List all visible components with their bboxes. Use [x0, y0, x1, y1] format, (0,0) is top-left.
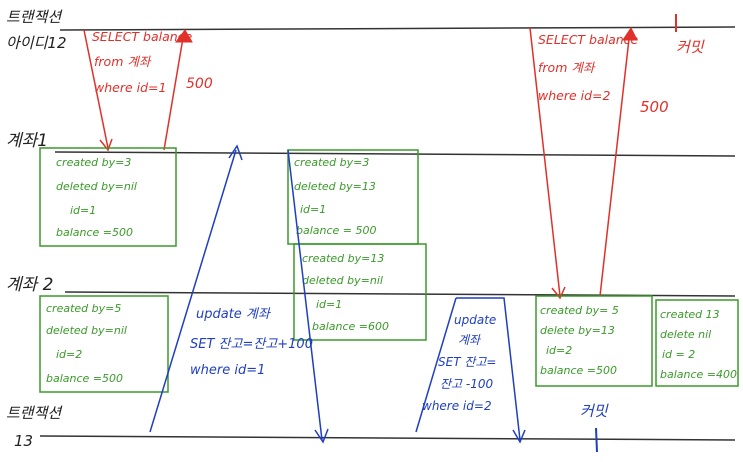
blue-update-1-line1: update 계좌 — [196, 307, 272, 322]
record-acc1-v2: created by=3 deleted by=13 id=1 balance … — [287, 149, 419, 245]
red-query-2-line2: from 계좌 — [538, 60, 596, 75]
record-deleted: deleted by=nil — [302, 274, 383, 287]
record-id: id=1 — [300, 203, 326, 216]
timeline-tx12 — [59, 26, 736, 31]
record-balance: balance =600 — [312, 320, 389, 333]
label-tx13-line1: 트랜잭션 — [6, 404, 63, 422]
label-tx12-line1: 트랜잭션 — [6, 8, 63, 26]
record-id: id=1 — [316, 298, 342, 311]
record-acc1-v3: created by=13 deleted by=nil id=1 balanc… — [293, 243, 427, 341]
commit-tx13: 커밋 — [580, 402, 609, 453]
record-deleted: deleted by=nil — [56, 180, 137, 193]
red-query-1: SELECT balance from 계좌 where id=1 500 — [83, 29, 213, 152]
blue-update-2-line3: SET 잔고= — [438, 355, 496, 369]
record-acc2-v3: created 13 delete nil id = 2 balance =40… — [655, 299, 739, 387]
blue-update-2-line5: where id=2 — [422, 399, 492, 413]
label-tx12-line2: 아이디12 — [6, 34, 67, 52]
timeline-account1 — [54, 151, 736, 157]
label-account1: 계좌1 — [6, 131, 48, 151]
blue-update-1: update 계좌 SET 잔고=잔고+100 where id=1 — [149, 144, 329, 444]
timeline-tx13 — [39, 435, 736, 441]
red-query-1-line3: where id=1 — [94, 80, 166, 95]
blue-update-2-line2: 계좌 — [458, 333, 482, 347]
record-created: created by=3 — [56, 156, 131, 169]
label-account2: 계좌 2 — [6, 275, 54, 295]
record-created: created by=3 — [294, 156, 369, 169]
record-deleted: deleted by=nil — [46, 324, 127, 337]
record-balance: balance =500 — [56, 226, 133, 239]
record-created: created by=13 — [302, 252, 384, 265]
record-balance: balance = 500 — [296, 224, 377, 237]
commit-tx13-label: 커밋 — [580, 402, 609, 420]
blue-update-2-line4: 잔고 -100 — [440, 377, 493, 391]
blue-update-1-line3: where id=1 — [190, 363, 265, 378]
record-created: created 13 — [660, 308, 720, 321]
red-query-2-line1: SELECT balance — [538, 32, 639, 47]
record-id: id=2 — [546, 344, 572, 357]
record-id: id=1 — [70, 204, 96, 217]
red-query-2: SELECT balance from 계좌 where id=2 500 커밋 — [529, 14, 705, 300]
record-acc2-v1: created by=5 deleted by=nil id=2 balance… — [39, 295, 169, 393]
record-deleted: delete by=13 — [540, 324, 615, 337]
record-deleted: deleted by=13 — [294, 180, 376, 193]
record-created: created by=5 — [46, 302, 121, 315]
red-query-1-line1: SELECT balance — [92, 29, 193, 44]
record-balance: balance =500 — [46, 372, 123, 385]
red-query-2-line3: where id=2 — [538, 88, 611, 103]
record-acc1-v1: created by=3 deleted by=nil id=1 balance… — [39, 147, 177, 247]
blue-update-1-line2: SET 잔고=잔고+100 — [190, 337, 313, 352]
record-created: created by= 5 — [540, 304, 619, 317]
label-tx13-line2: 13 — [14, 432, 33, 450]
red-query-1-result: 500 — [186, 76, 213, 92]
red-query-1-line2: from 계좌 — [94, 54, 152, 69]
red-query-2-commit: 커밋 — [676, 38, 705, 56]
record-id: id = 2 — [662, 348, 695, 361]
blue-update-2-line1: update — [454, 313, 496, 327]
record-id: id=2 — [56, 348, 82, 361]
record-deleted: delete nil — [660, 328, 711, 341]
blue-update-2: update 계좌 SET 잔고= 잔고 -100 where id=2 — [415, 297, 526, 444]
record-balance: balance =500 — [540, 364, 617, 377]
record-acc2-v2: created by= 5 delete by=13 id=2 balance … — [535, 295, 653, 387]
red-query-2-result: 500 — [640, 98, 669, 116]
record-balance: balance =400 — [660, 368, 737, 381]
